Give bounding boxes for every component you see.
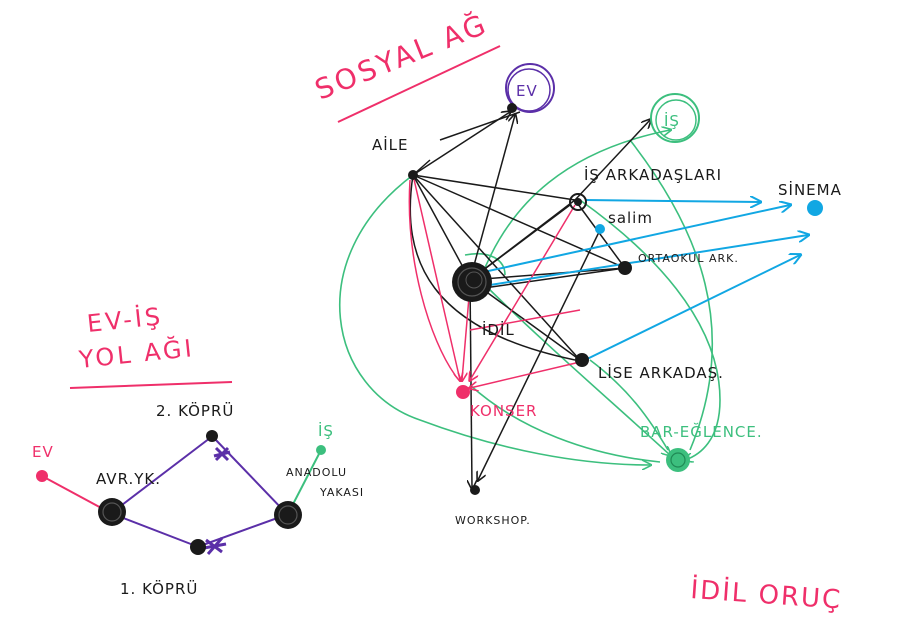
- kopru2-crossing-mark: [213, 446, 231, 462]
- node-is-arkadaslari-label: İŞ ARKADAŞLARI: [584, 165, 722, 184]
- node-ev-label: EV: [516, 82, 538, 100]
- node-is-circle: [650, 93, 700, 143]
- node-sinema-label: SİNEMA: [778, 180, 842, 199]
- node-lise-label: LİSE ARKADAŞ.: [598, 363, 724, 382]
- node-aile-label: AİLE: [372, 135, 409, 154]
- node-ev-dot: [507, 103, 517, 113]
- node-center-dot: [452, 262, 492, 302]
- node-center-label: İDİL: [482, 320, 515, 339]
- node-konser-dot: [456, 385, 470, 399]
- node-ortaokul-label: ORTAOKUL ARK.: [638, 252, 739, 265]
- node-ev-circle: [505, 63, 555, 113]
- social-network: SOSYAL AĞ: [310, 6, 842, 527]
- node-workshop-dot: [470, 485, 480, 495]
- road-node-anadolu-dot: [274, 501, 302, 529]
- road-node-avrupa-dot: [98, 498, 126, 526]
- road-edge-avrupa-kopru1: [117, 515, 197, 547]
- road-edge-kopru1-anadolu: [199, 515, 284, 547]
- road-node-ev-label: EV: [32, 443, 54, 461]
- node-salim-label: salim: [608, 209, 653, 227]
- kopru1-crossing-mark: [203, 537, 227, 555]
- node-bar-label: BAR-EĞLENCE.: [640, 422, 763, 441]
- road-network: EV-İŞ YOL AĞI EV AVR.YK. 2. KÖPRÜ: [32, 301, 364, 598]
- node-sinema-dot: [807, 200, 823, 216]
- road-node-kopru1-label: 1. KÖPRÜ: [120, 579, 198, 598]
- road-node-kopru1-dot: [190, 539, 206, 555]
- road-title-underline: [69, 381, 233, 389]
- road-node-kopru2-label: 2. KÖPRÜ: [156, 401, 234, 420]
- node-ortaokul-dot: [618, 261, 632, 275]
- black-edges: [409, 112, 650, 488]
- blue-edges: [469, 200, 808, 361]
- road-edge-kopru2-anadolu: [213, 437, 286, 513]
- road-network-title-line1: EV-İŞ: [86, 301, 165, 338]
- node-workshop-label: WORKSHOP.: [455, 514, 531, 527]
- road-edge-ev-avrupa: [41, 475, 106, 511]
- road-node-is-label: İŞ: [318, 421, 334, 440]
- node-aile-dot: [408, 170, 418, 180]
- node-lise-dot: [575, 353, 589, 367]
- node-is-label: İŞ: [664, 111, 680, 130]
- road-edge-avrupa-kopru2: [117, 437, 211, 509]
- node-salim-dot: [595, 224, 605, 234]
- road-node-anadolu-label-1: ANADOLU: [286, 466, 347, 479]
- road-node-anadolu-label-2: YAKASI: [319, 486, 364, 499]
- pink-edges: [408, 174, 581, 388]
- node-konser-label: KONSER: [470, 402, 537, 420]
- road-node-avrupa-label: AVR.YK.: [96, 470, 161, 488]
- road-node-ev-dot: [36, 470, 48, 482]
- node-bar-dot: [666, 448, 690, 472]
- green-edges: [338, 130, 721, 465]
- node-is-arkadaslari-dot: [569, 193, 587, 211]
- signature: İDİL ORUÇ: [690, 573, 844, 616]
- title-underline: [337, 45, 501, 123]
- road-network-title-line2: YOL AĞI: [76, 332, 195, 374]
- road-node-kopru2-dot: [206, 430, 218, 442]
- road-node-is-dot: [316, 445, 326, 455]
- road-edge-anadolu-is: [289, 451, 321, 511]
